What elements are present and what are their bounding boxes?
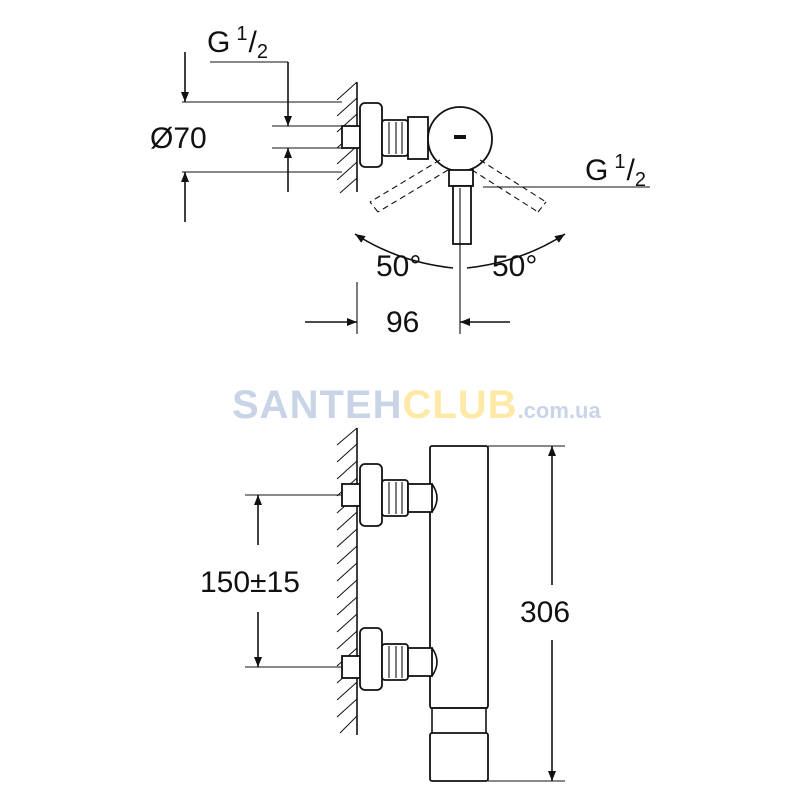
indicator-mark (454, 135, 466, 139)
width-label: 96 (386, 306, 419, 339)
outlet-rotation-right (471, 159, 547, 213)
connector-nut-top (381, 119, 409, 157)
height-dimension (488, 445, 565, 782)
angle-arc-right (466, 233, 566, 269)
spacing-dimension (245, 494, 342, 668)
angle-label-left: 50° (376, 250, 421, 283)
thread-dimension-top (210, 61, 342, 192)
outlet-connector (448, 169, 474, 187)
watermark: SANTEHCLUB.com.ua (232, 383, 601, 427)
diameter-dimension (181, 52, 342, 222)
diameter-label: Ø70 (150, 122, 207, 155)
bottom-handle (429, 732, 489, 782)
front-view: 150±15 306 (200, 427, 570, 782)
width-dimension (305, 282, 510, 334)
inlet-stub-top (341, 125, 361, 149)
mixer-body (429, 445, 489, 709)
angle-label-right: 50° (492, 250, 537, 283)
angle-arc-left (354, 233, 454, 269)
outlet-rotation-left (369, 159, 449, 213)
wall-hatch-front (336, 427, 358, 735)
outlet-pipe (452, 185, 472, 245)
body-neck-top (407, 116, 429, 160)
spacing-label: 150±15 (200, 566, 300, 599)
upper-inlet (341, 463, 438, 527)
height-label: 306 (520, 596, 570, 629)
lower-inlet (341, 627, 438, 691)
rosette-top (359, 102, 383, 168)
